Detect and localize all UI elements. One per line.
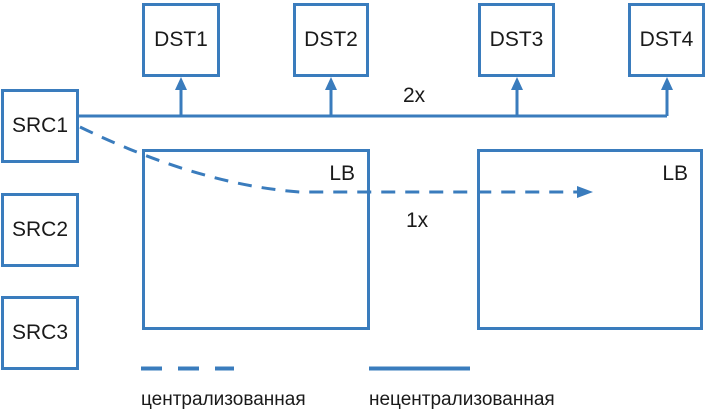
node-dst3-label: DST3 — [489, 28, 544, 51]
node-dst2-label: DST2 — [304, 28, 358, 51]
node-lb1: LB — [142, 149, 370, 330]
node-src1: SRC1 — [1, 89, 79, 163]
edge-label-2x: 2x — [403, 84, 426, 107]
node-lb1-label: LB — [329, 162, 355, 185]
arrowhead-dst2 — [325, 77, 337, 90]
node-dst1-label: DST1 — [154, 28, 208, 51]
node-dst2: DST2 — [293, 3, 369, 77]
arrowhead-dst4 — [661, 77, 673, 90]
node-dst4-label: DST4 — [639, 28, 694, 51]
legend-centralized-label: централизованная поставка — [141, 389, 306, 410]
legend-item-decentralized: нецентрализованная поставка — [369, 353, 574, 414]
legend-solid-line — [369, 353, 574, 378]
node-dst3: DST3 — [478, 3, 555, 77]
node-src3: SRC3 — [1, 296, 79, 370]
legend-item-centralized: централизованная поставка — [141, 353, 323, 414]
legend-decentralized-label: нецентрализованная поставка — [369, 389, 555, 410]
node-lb2-label: LB — [662, 162, 688, 185]
edge-label-1x: 1x — [406, 209, 429, 232]
node-src2: SRC2 — [1, 193, 79, 267]
node-lb2: LB — [477, 149, 703, 330]
legend-dashed-line — [141, 353, 323, 378]
arrowhead-dst3 — [511, 77, 523, 90]
node-src2-label: SRC2 — [11, 218, 69, 241]
arrowhead-dst1 — [175, 77, 187, 90]
node-src1-label: SRC1 — [11, 114, 69, 137]
node-dst1: DST1 — [142, 3, 220, 77]
node-dst4: DST4 — [628, 3, 705, 77]
node-src3-label: SRC3 — [11, 321, 69, 344]
